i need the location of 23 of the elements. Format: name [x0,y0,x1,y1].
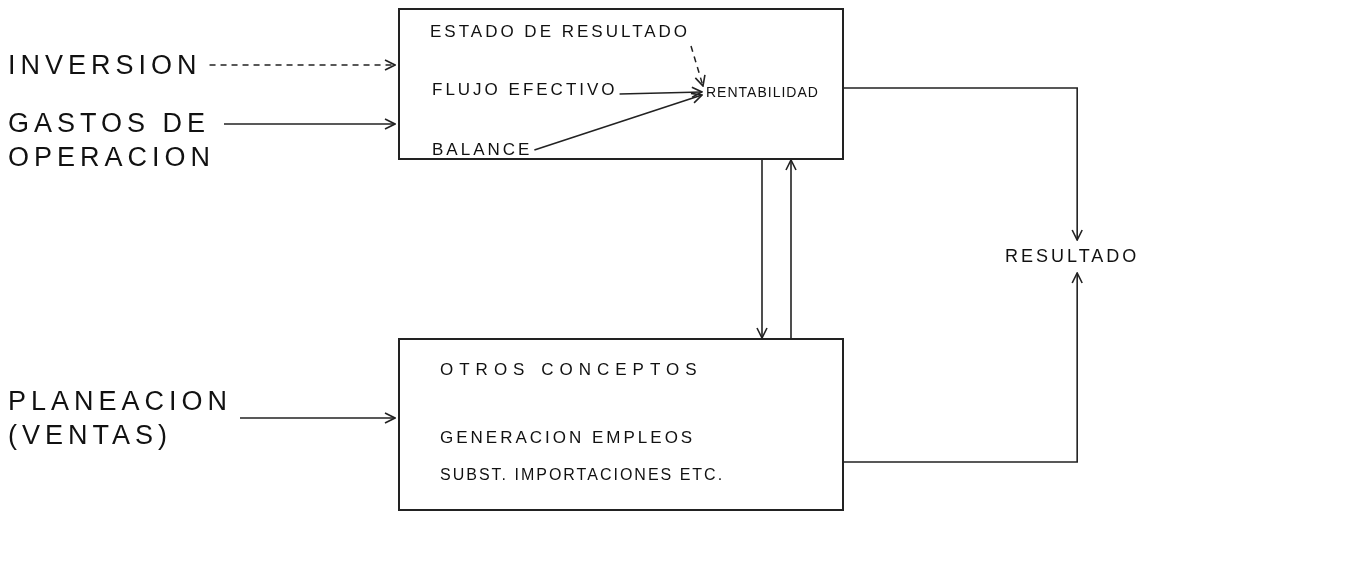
process-box [398,338,844,511]
output-label: RENTABILIDAD [706,84,819,100]
arrow [785,159,797,339]
arrow [239,412,396,424]
box-heading: ESTADO DE RESULTADO [430,22,691,42]
box-text: SUBST. IMPORTACIONES ETC. [440,466,725,484]
result-label: RESULTADO [1005,246,1140,267]
arrow [208,59,396,71]
box-text: OTROS CONCEPTOS [440,360,703,380]
item-label: BALANCE [432,140,533,160]
item-label: FLUJO EFECTIVO [432,80,618,100]
arrow [690,45,706,87]
arrow [756,159,768,339]
input-label: INVERSION [8,48,202,82]
input-label: GASTOS DE OPERACION [8,106,220,174]
arrow [618,86,703,99]
process-box [398,8,844,160]
input-label: PLANEACION (VENTAS) [8,384,236,452]
box-text: GENERACION EMPLEOS [440,428,696,448]
arrow [843,272,1083,463]
arrow [533,92,703,151]
arrow [223,118,396,130]
arrow [843,87,1083,241]
